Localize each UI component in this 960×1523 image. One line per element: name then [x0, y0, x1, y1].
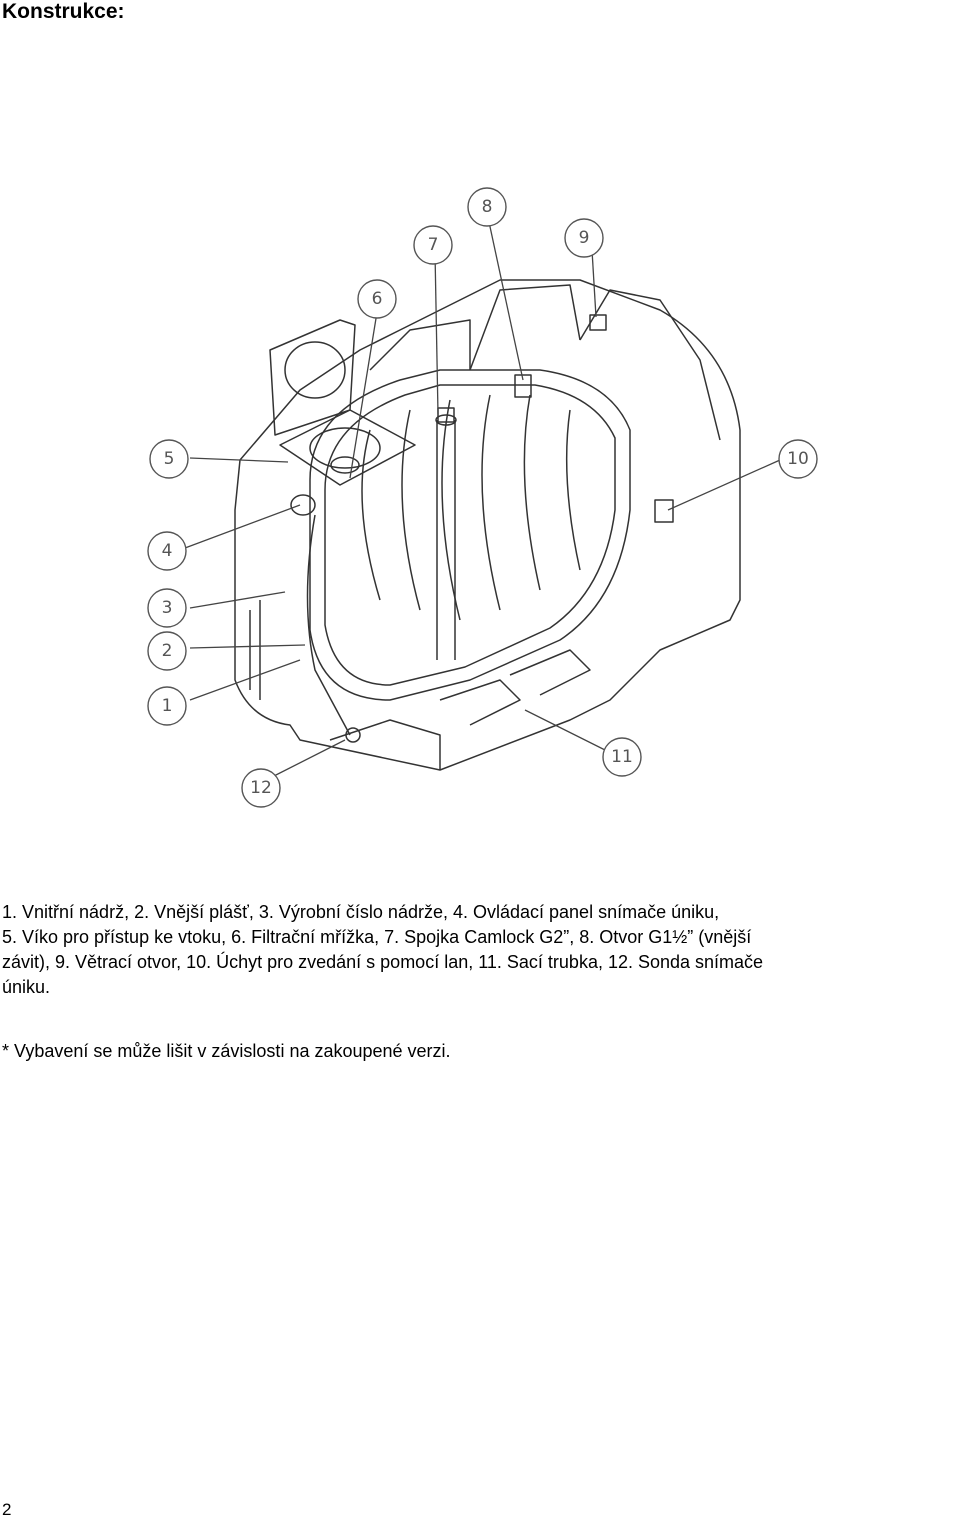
legend-line: 1. Vnitřní nádrž, 2. Vnější plášť, 3. Vý…: [2, 902, 720, 922]
callout-label: 11: [611, 747, 633, 767]
callout-label: 3: [162, 598, 173, 618]
inlet-funnel: [279, 409, 416, 486]
callout-2: [147, 631, 187, 671]
tank-construction-diagram: 1 2 3 4 5 6 7 8 9 10 11 12: [140, 180, 840, 820]
callout-label: 7: [428, 235, 439, 255]
callout-label: 5: [164, 449, 175, 469]
callout-label: 1: [162, 696, 173, 716]
suction-pipe: [436, 420, 456, 660]
callout-label: 12: [250, 778, 272, 798]
callout-1: [147, 686, 187, 726]
callout-label: 4: [162, 541, 173, 561]
callout-label: 2: [162, 641, 173, 661]
parts-legend: 1. Vnitřní nádrž, 2. Vnější plášť, 3. Vý…: [2, 900, 958, 1000]
inner-tank: [309, 369, 631, 701]
callout-label: 8: [482, 197, 493, 217]
access-lid: [269, 319, 356, 436]
equipment-note: * Vybavení se může lišit v závislosti na…: [2, 1041, 451, 1061]
outer-shell: [234, 279, 741, 771]
page-number: 2: [2, 1500, 12, 1519]
callout-3: [147, 588, 187, 628]
callout-label: 6: [372, 289, 383, 309]
callout-12: [241, 768, 281, 808]
callout-5: [149, 439, 189, 479]
callout-6: [357, 279, 397, 319]
section-heading: Konstrukce:: [2, 0, 125, 23]
callout-9: [564, 218, 604, 258]
legend-line: 5. Víko pro přístup ke vtoku, 6. Filtrač…: [2, 927, 752, 947]
callout-7: [413, 225, 453, 265]
callout-8: [467, 187, 507, 227]
callout-label: 10: [787, 449, 809, 469]
callout-4: [147, 531, 187, 571]
callout-10: [778, 439, 818, 479]
callout-11: [602, 737, 642, 777]
legend-line: závit), 9. Větrací otvor, 10. Úchyt pro …: [2, 952, 764, 972]
callout-label: 9: [579, 228, 590, 248]
legend-line: úniku.: [2, 977, 51, 997]
